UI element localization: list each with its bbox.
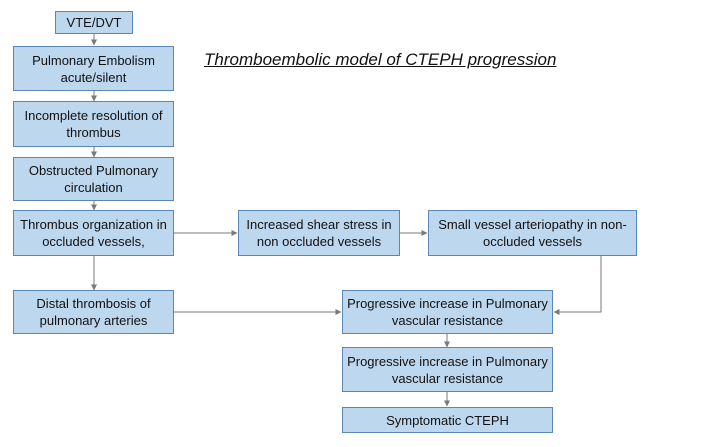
node-incomplete-resolution-label: Incomplete resolution of thrombus [24,108,163,140]
node-thrombus-organization-label: Thrombus organization in occluded vessel… [20,217,167,249]
node-distal-thrombosis: Distal thrombosis of pulmonary arteries [13,290,174,334]
node-arteriopathy: Small vessel arteriopathy in non-occlude… [428,210,637,256]
node-pvr-increase-1: Progressive increase in Pulmonary vascul… [342,290,553,334]
node-symptomatic-cteph-label: Symptomatic CTEPH [386,412,509,428]
node-obstructed-circulation-label: Obstructed Pulmonary circulation [28,163,159,195]
node-pvr-increase-2-label: Progressive increase in Pulmonary vascul… [347,353,548,386]
node-obstructed-circulation: Obstructed Pulmonary circulation [13,157,174,201]
node-shear-stress-label: Increased shear stress in non occluded v… [246,217,392,249]
node-vte-dvt: VTE/DVT [55,11,133,34]
node-distal-thrombosis-label: Distal thrombosis of pulmonary arteries [36,296,151,328]
node-pvr-increase-2: Progressive increase in Pulmonary vascul… [342,347,553,392]
node-symptomatic-cteph: Symptomatic CTEPH [342,407,553,433]
node-thrombus-organization: Thrombus organization in occluded vessel… [13,210,174,256]
diagram-title: Thromboembolic model of CTEPH progressio… [204,50,557,69]
node-pulmonary-embolism: Pulmonary Embolism acute/silent [13,46,174,91]
node-pvr-increase-1-label: Progressive increase in Pulmonary vascul… [347,296,548,328]
node-shear-stress: Increased shear stress in non occluded v… [238,210,400,256]
node-incomplete-resolution: Incomplete resolution of thrombus [13,101,174,147]
node-arteriopathy-label: Small vessel arteriopathy in non-occlude… [438,217,627,249]
node-vte-dvt-label: VTE/DVT [66,15,122,30]
node-pulmonary-embolism-label: Pulmonary Embolism acute/silent [32,52,155,85]
arrow-arteriopathy-to-pvr [553,256,602,315]
